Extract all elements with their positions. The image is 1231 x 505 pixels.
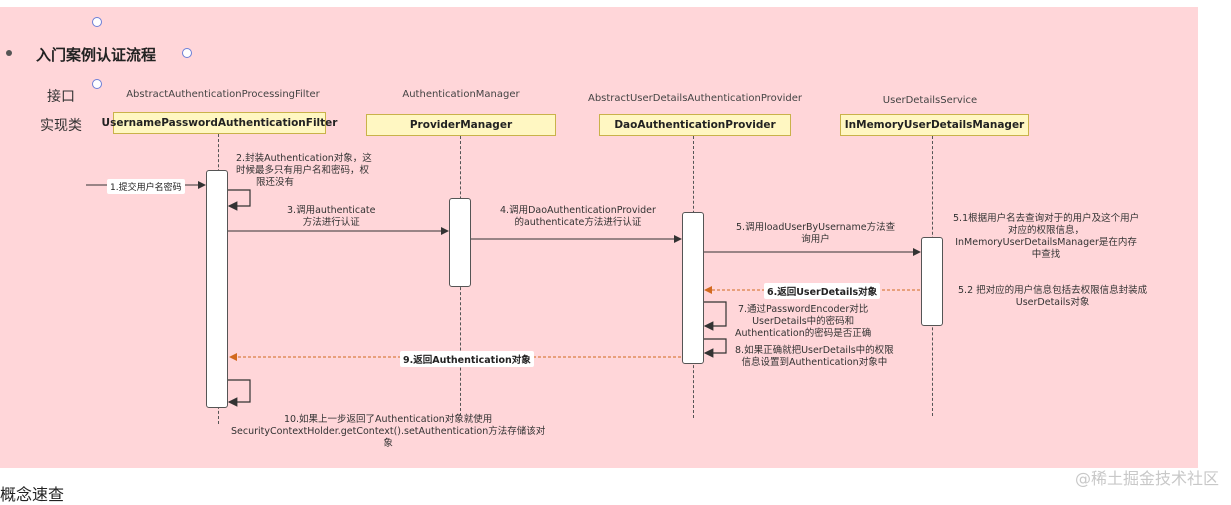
message-3-label: 3.调用authenticate 方法进行认证: [287, 205, 376, 229]
note-line: Authentication的密码是否正确: [735, 328, 872, 339]
note-line: 的authenticate方法进行认证: [514, 217, 642, 228]
arrow-7: [703, 301, 727, 331]
note-line: UserDetails中的密码和: [752, 316, 855, 327]
note-line: 10.如果上一步返回了Authentication对象就使用: [283, 414, 493, 425]
note-line: 时候最多只有用户名和密码，权: [236, 165, 370, 176]
note-line: 5.1根据用户名去查询对于的用户及这个用户: [953, 213, 1140, 224]
note-line: 5.2 把对应的用户信息包括去权限信息封装成: [958, 285, 1148, 296]
participant-box: InMemoryUserDetailsManager: [840, 114, 1029, 136]
list-bullet: [6, 50, 12, 56]
outline-bullet: [92, 79, 102, 89]
outline-bullet: [182, 48, 192, 58]
interface-name: UserDetailsService: [882, 95, 978, 106]
note-line: 5.调用loadUserByUsername方法查: [736, 222, 896, 233]
impl-row-label: 实现类: [40, 118, 82, 134]
message-4-label: 4.调用DaoAuthenticationProvider 的authentic…: [500, 205, 656, 229]
interface-name: AbstractUserDetailsAuthenticationProvide…: [587, 93, 803, 104]
participant-box: DaoAuthenticationProvider: [599, 114, 791, 136]
participant-box: UsernamePasswordAuthenticationFilter: [102, 112, 337, 134]
note-line: 7.通过PasswordEncoder对比: [737, 304, 869, 315]
message-6-label: 6.返回UserDetails对象: [764, 283, 881, 299]
message-10-label: 10.如果上一步返回了Authentication对象就使用 SecurityC…: [231, 414, 545, 450]
note-line: InMemoryUserDetailsManager是在内存: [955, 237, 1137, 248]
activation-box: [682, 212, 704, 364]
next-section-heading: 概念速查: [0, 485, 65, 504]
note-line: 象: [383, 438, 393, 449]
message-9-label: 9.返回Authentication对象: [400, 351, 534, 367]
outline-bullet: [92, 17, 102, 27]
note-line: 4.调用DaoAuthenticationProvider: [500, 205, 656, 216]
message-5-label: 5.调用loadUserByUsername方法查 询用户: [736, 222, 895, 246]
message-1-label: 1.提交用户名密码: [107, 179, 185, 194]
watermark: @稀土掘金技术社区: [1074, 469, 1219, 488]
note-line: 中查找: [1031, 249, 1061, 260]
arrow-2: [227, 189, 251, 211]
note-line: 询用户: [801, 234, 830, 245]
note-line: SecurityContextHolder.getContext().setAu…: [231, 426, 546, 437]
diagram-heading: 入门案例认证流程: [36, 46, 157, 64]
note-line: UserDetails对象: [1015, 297, 1090, 308]
message-5-2-label: 5.2 把对应的用户信息包括去权限信息封装成 UserDetails对象: [958, 285, 1147, 309]
note-line: 2.封装Authentication对象，这: [236, 153, 372, 164]
note-line: 3.调用authenticate: [287, 205, 376, 216]
arrow-10: [227, 379, 251, 407]
diagram-panel: [0, 7, 1198, 468]
interface-name: AuthenticationManager: [402, 89, 520, 100]
note-line: 信息设置到Authentication对象中: [741, 357, 888, 368]
message-2-label: 2.封装Authentication对象，这 时候最多只有用户名和密码，权 限还…: [236, 153, 372, 189]
message-7-label: 7.通过PasswordEncoder对比 UserDetails中的密码和 A…: [735, 304, 871, 340]
message-5-1-label: 5.1根据用户名去查询对于的用户及这个用户 对应的权限信息， InMemoryU…: [953, 213, 1139, 261]
activation-box: [206, 170, 228, 408]
note-line: 限还没有: [256, 177, 295, 188]
activation-box: [449, 198, 471, 287]
note-line: 8.如果正确就把UserDetails中的权限: [735, 345, 894, 356]
arrow-8: [703, 338, 727, 358]
participant-box: ProviderManager: [366, 114, 556, 136]
interface-row-label: 接口: [47, 89, 75, 105]
note-line: 方法进行认证: [302, 217, 360, 228]
note-line: 对应的权限信息，: [1008, 225, 1085, 236]
message-8-label: 8.如果正确就把UserDetails中的权限 信息设置到Authenticat…: [735, 345, 894, 369]
activation-box: [921, 237, 943, 326]
interface-name: AbstractAuthenticationProcessingFilter: [126, 89, 320, 100]
